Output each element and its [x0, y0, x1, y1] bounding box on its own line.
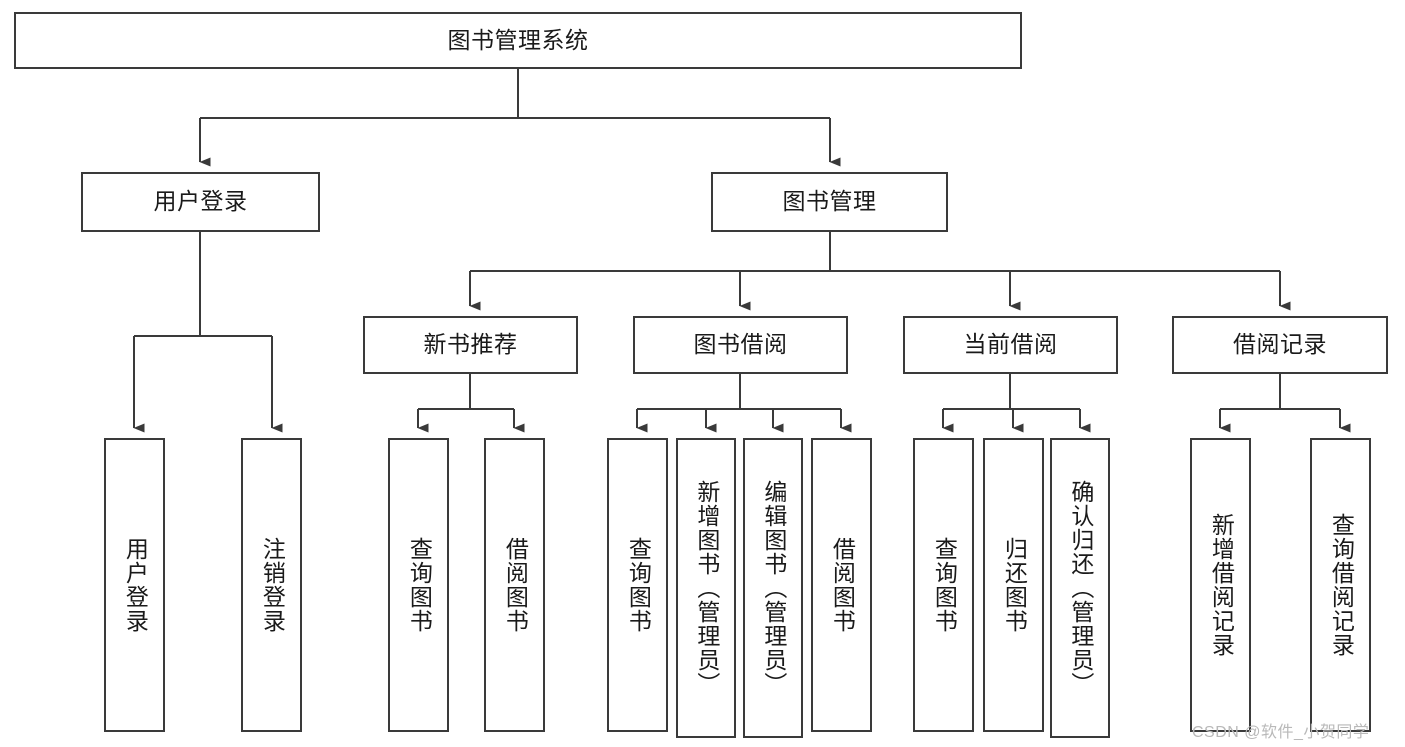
leaf-query-book-3[interactable]: 查询图书: [913, 438, 974, 732]
node-book-borrow-label: 图书借阅: [693, 331, 788, 358]
leaf-query-book-1[interactable]: 查询图书: [388, 438, 449, 732]
leaf-query-book-1-label: 查询图书: [406, 537, 433, 633]
node-book-management[interactable]: 图书管理: [711, 172, 948, 232]
node-root[interactable]: 图书管理系统: [14, 12, 1022, 69]
leaf-add-book[interactable]: 新增图书（管理员）: [676, 438, 736, 738]
node-user-login[interactable]: 用户登录: [81, 172, 320, 232]
node-book-management-label: 图书管理: [782, 188, 877, 215]
node-current-borrow-label: 当前借阅: [963, 331, 1058, 358]
leaf-query-borrow-record-label: 查询借阅记录: [1328, 513, 1355, 657]
leaf-user-login[interactable]: 用户登录: [104, 438, 165, 732]
node-new-book-recommend[interactable]: 新书推荐: [363, 316, 578, 374]
leaf-add-borrow-record[interactable]: 新增借阅记录: [1190, 438, 1251, 732]
leaf-return-book-label: 归还图书: [1001, 537, 1028, 633]
node-new-book-recommend-label: 新书推荐: [423, 331, 518, 358]
leaf-edit-book[interactable]: 编辑图书（管理员）: [743, 438, 803, 738]
leaf-query-borrow-record[interactable]: 查询借阅记录: [1310, 438, 1371, 732]
leaf-add-book-label: 新增图书（管理员）: [693, 480, 720, 696]
node-borrow-record[interactable]: 借阅记录: [1172, 316, 1388, 374]
leaf-borrow-book-2-label: 借阅图书: [829, 537, 856, 633]
leaf-user-logout-label: 注销登录: [259, 537, 286, 633]
csdn-watermark: CSDN @软件_小贺同学: [1192, 724, 1370, 741]
node-borrow-record-label: 借阅记录: [1233, 331, 1327, 358]
leaf-confirm-return[interactable]: 确认归还（管理员）: [1050, 438, 1110, 738]
leaf-borrow-book-1[interactable]: 借阅图书: [484, 438, 545, 732]
node-root-label: 图书管理系统: [447, 26, 589, 53]
leaf-query-book-3-label: 查询图书: [931, 537, 958, 633]
leaf-user-logout[interactable]: 注销登录: [241, 438, 302, 732]
leaf-return-book[interactable]: 归还图书: [983, 438, 1044, 732]
node-user-login-label: 用户登录: [153, 188, 248, 215]
leaf-query-book-2[interactable]: 查询图书: [607, 438, 668, 732]
leaf-borrow-book-2[interactable]: 借阅图书: [811, 438, 872, 732]
node-book-borrow[interactable]: 图书借阅: [633, 316, 848, 374]
leaf-confirm-return-label: 确认归还（管理员）: [1067, 480, 1094, 696]
leaf-query-book-2-label: 查询图书: [625, 537, 652, 633]
leaf-add-borrow-record-label: 新增借阅记录: [1208, 513, 1235, 657]
leaf-user-login-label: 用户登录: [122, 537, 149, 633]
node-current-borrow[interactable]: 当前借阅: [903, 316, 1118, 374]
leaf-borrow-book-1-label: 借阅图书: [502, 537, 529, 633]
leaf-edit-book-label: 编辑图书（管理员）: [760, 480, 787, 696]
